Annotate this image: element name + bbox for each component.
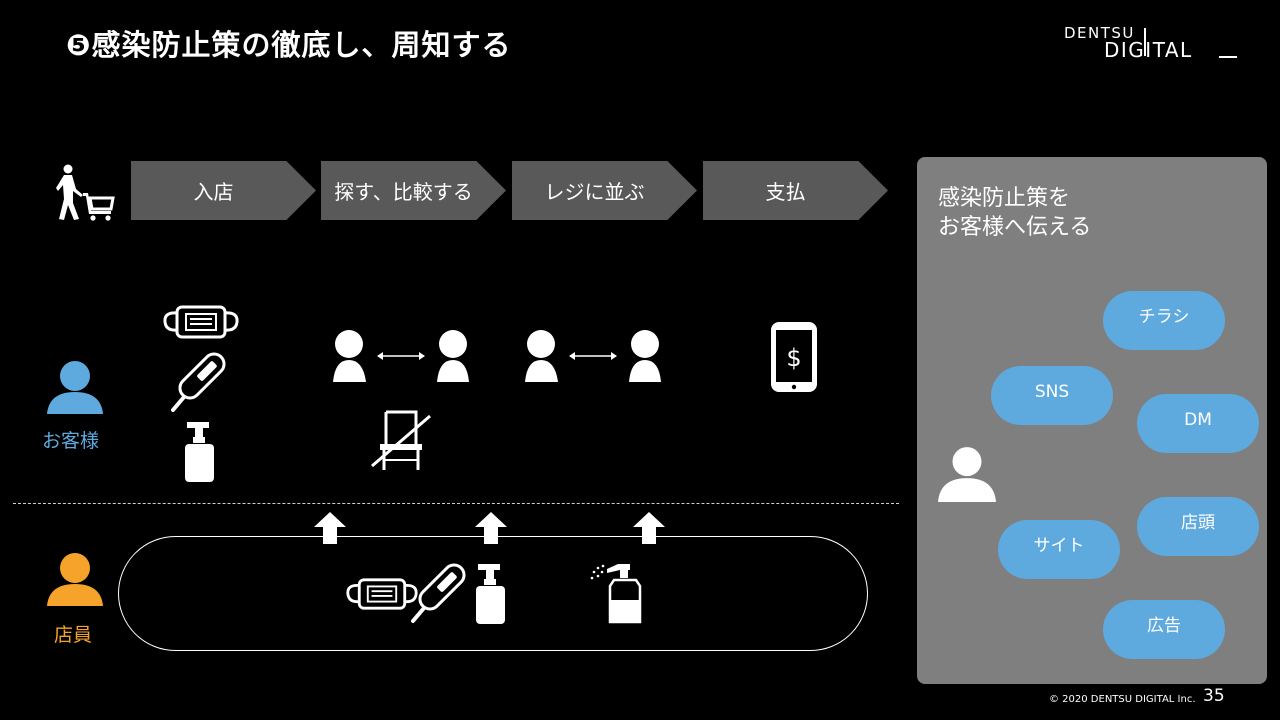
- mask-icon: [163, 305, 239, 339]
- step-search-compare: 探す、比較する: [321, 161, 506, 220]
- channel-advertising: 広告: [1103, 600, 1225, 659]
- thermometer-icon: [171, 352, 226, 412]
- spray-bottle-icon: [590, 564, 642, 624]
- panel-title-line1: 感染防止策を: [938, 186, 1071, 211]
- logo-line2: DIGITAL: [1104, 38, 1193, 62]
- channel-website: サイト: [998, 520, 1120, 579]
- panel-title-line2: お客様へ伝える: [938, 215, 1092, 240]
- dentsu-digital-logo: DENTSU DIGITAL: [1064, 24, 1237, 64]
- logo-line1: DENTSU: [1064, 24, 1135, 42]
- panel-title: 感染防止策を お客様へ伝える: [938, 184, 1091, 242]
- up-arrow-icon: [633, 512, 665, 544]
- up-arrow-icon: [314, 512, 346, 544]
- customer-label: お客様: [42, 430, 100, 452]
- channel-sns: SNS: [991, 366, 1113, 425]
- slide-title: ❺感染防止策の徹底し、周知する: [66, 28, 512, 62]
- thermometer-icon: [411, 563, 466, 623]
- up-arrow-icon: [475, 512, 507, 544]
- logo-bar: [1144, 28, 1146, 56]
- staff-measures-capsule: [118, 536, 868, 651]
- shopper-with-cart-icon: [56, 164, 115, 221]
- step-label: 探す、比較する: [334, 180, 473, 204]
- mask-icon: [346, 578, 418, 610]
- step-payment: 支払: [703, 161, 888, 220]
- svg-text:$: $: [786, 344, 801, 372]
- staff-person-icon: [47, 553, 103, 606]
- customer-person-icon: [47, 361, 103, 414]
- person-icon: [938, 447, 996, 502]
- smartphone-payment-icon: $: [771, 322, 817, 392]
- sanitizer-bottle-icon: [185, 422, 214, 482]
- logo-underscore: [1219, 56, 1237, 58]
- channel-dm: DM: [1137, 394, 1259, 453]
- social-distance-icon: [333, 330, 469, 382]
- step-label: 入店: [193, 180, 234, 204]
- social-distance-icon: [525, 330, 661, 382]
- step-label: 支払: [765, 180, 806, 204]
- divider-line: [13, 503, 899, 504]
- page-number: 35: [1203, 686, 1225, 706]
- sanitizer-bottle-icon: [476, 564, 505, 624]
- no-chair-icon: [371, 410, 431, 470]
- staff-label: 店員: [54, 624, 93, 646]
- copyright: © 2020 DENTSU DIGITAL Inc.: [1049, 694, 1196, 705]
- step-enter: 入店: [131, 161, 316, 220]
- channel-storefront: 店頭: [1137, 497, 1259, 556]
- step-label: レジに並ぶ: [544, 180, 645, 204]
- channel-flyer: チラシ: [1103, 291, 1225, 350]
- step-queue-register: レジに並ぶ: [512, 161, 697, 220]
